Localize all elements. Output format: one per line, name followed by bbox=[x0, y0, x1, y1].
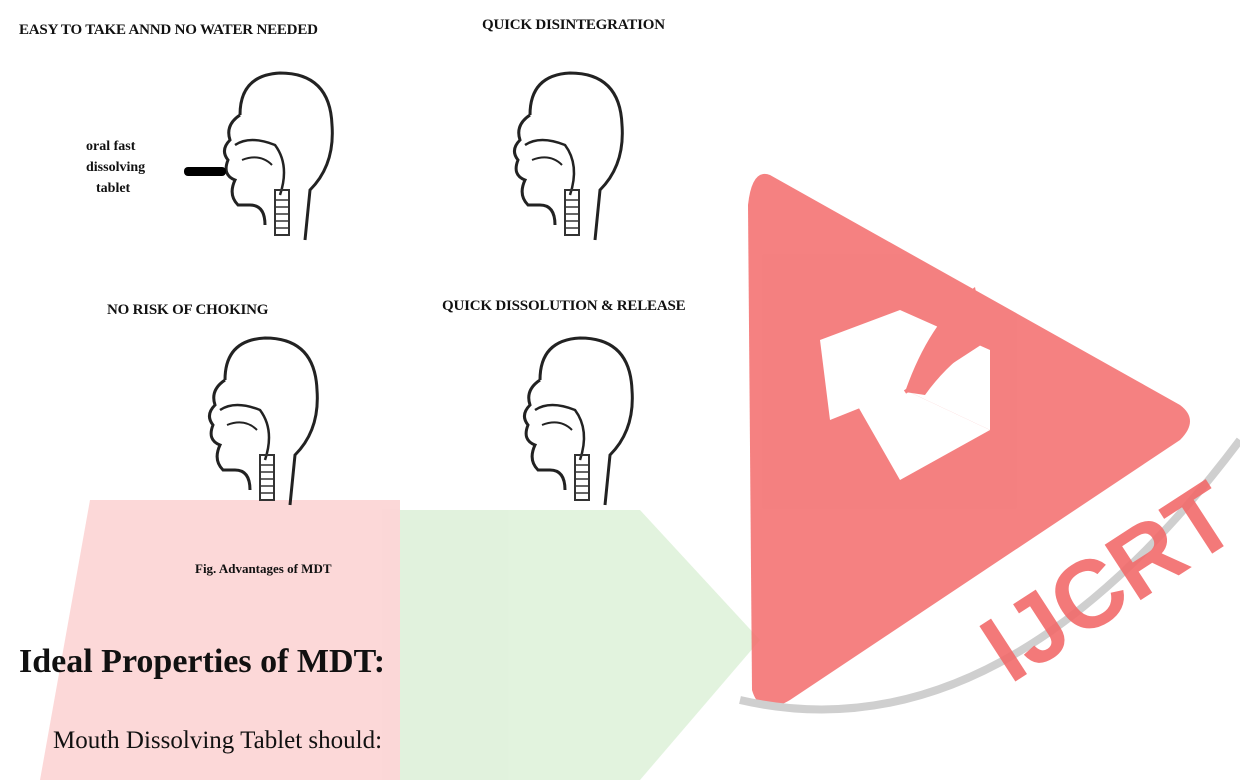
panel-title: QUICK DISSOLUTION & RELEASE bbox=[442, 298, 685, 315]
tablet-label-line: dissolving bbox=[86, 157, 166, 178]
tablet-label-line: tablet bbox=[86, 178, 166, 199]
head-profile-illustration bbox=[180, 55, 360, 255]
watermark-green-shape bbox=[400, 510, 760, 780]
head-profile-illustration bbox=[480, 320, 660, 520]
section-intro-text: Mouth Dissolving Tablet should: bbox=[53, 727, 382, 755]
head-profile-illustration bbox=[165, 320, 345, 520]
tablet-label-line: oral fast bbox=[86, 136, 166, 157]
tablet-marker bbox=[184, 167, 226, 176]
figure-panel-2 bbox=[470, 55, 650, 255]
figure-panel-3 bbox=[165, 320, 345, 520]
figure-panel-1 bbox=[180, 55, 360, 255]
panel-title: NO RISK OF CHOKING bbox=[107, 302, 268, 319]
figure-caption: Fig. Advantages of MDT bbox=[195, 561, 332, 577]
figure-panel-4 bbox=[480, 320, 660, 520]
panel-title: QUICK DISINTEGRATION bbox=[482, 17, 665, 34]
tablet-label: oral fast dissolving tablet bbox=[86, 136, 166, 199]
panel-title: EASY TO TAKE ANND NO WATER NEEDED bbox=[19, 22, 318, 39]
head-profile-illustration bbox=[470, 55, 650, 255]
section-heading: Ideal Properties of MDT: bbox=[19, 643, 385, 681]
